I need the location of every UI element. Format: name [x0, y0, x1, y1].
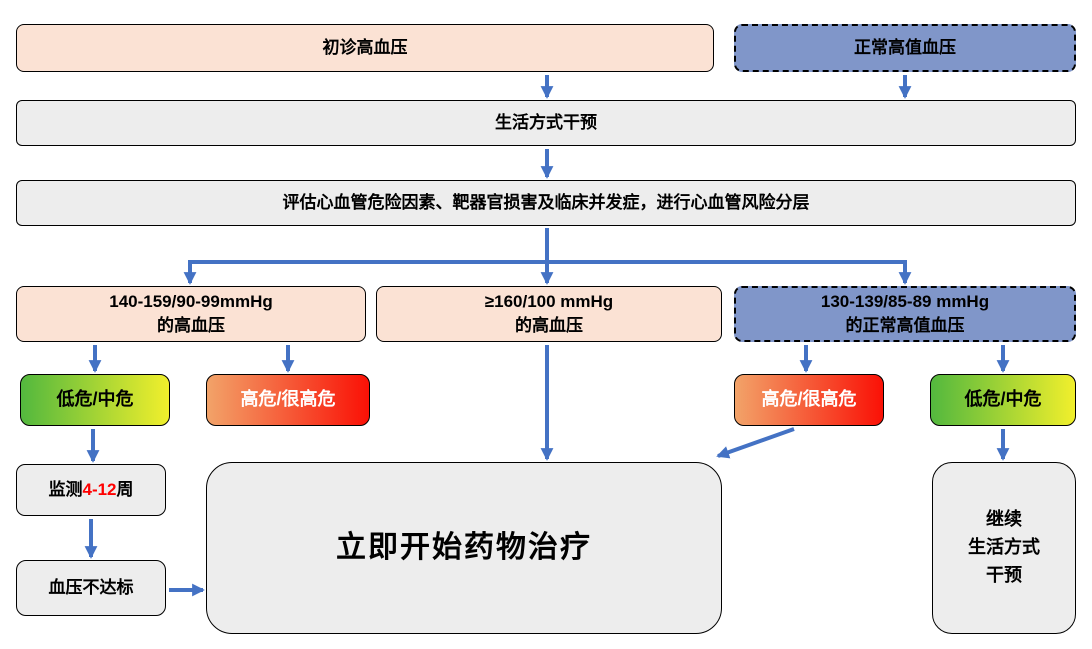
node-bp-140-159-line1: 140-159/90-99mmHg — [109, 292, 273, 312]
node-bp-160-line2: 的高血压 — [515, 316, 583, 335]
branch-connector — [188, 228, 907, 264]
node-initial-hypertension-label: 初诊高血压 — [322, 38, 408, 58]
badge-high-veryhigh-risk-left-label: 高危/很高危 — [240, 389, 336, 410]
node-bp-130-139: 130-139/85-89 mmHg 的正常高值血压 — [734, 286, 1076, 342]
node-normal-high-bp: 正常高值血压 — [734, 24, 1076, 72]
node-bp-140-159: 140-159/90-99mmHg 的高血压 — [16, 286, 366, 342]
node-bp-160-line1: ≥160/100 mmHg — [484, 292, 614, 312]
arrow-highrisk-right-to-medication — [716, 427, 795, 459]
node-bp-not-reached-label: 血压不达标 — [48, 578, 134, 598]
node-risk-assessment-label: 评估心血管危险因素、靶器官损害及临床并发症，进行心血管风险分层 — [282, 193, 810, 213]
badge-low-medium-risk-right-label: 低危/中危 — [964, 389, 1042, 410]
node-risk-assessment: 评估心血管危险因素、靶器官损害及临床并发症，进行心血管风险分层 — [16, 180, 1076, 226]
node-lifestyle-intervention: 生活方式干预 — [16, 100, 1076, 146]
node-bp-130-139-line1: 130-139/85-89 mmHg — [820, 292, 990, 312]
node-monitor-text: 监测4-12周 — [48, 478, 133, 502]
node-start-medication-label: 立即开始药物治疗 — [336, 531, 592, 564]
monitor-suffix: 周 — [116, 480, 134, 500]
badge-low-medium-risk-right: 低危/中危 — [930, 374, 1076, 426]
node-bp-not-reached: 血压不达标 — [16, 560, 166, 616]
node-monitor-4-12-weeks: 监测4-12周 — [16, 464, 166, 516]
node-continue-lifestyle-line2: 生活方式 — [968, 537, 1040, 558]
badge-high-veryhigh-risk-left: 高危/很高危 — [206, 374, 370, 426]
node-initial-hypertension: 初诊高血压 — [16, 24, 714, 72]
node-bp-130-139-line2: 的正常高值血压 — [845, 316, 965, 335]
node-continue-lifestyle: 继续 生活方式 干预 — [932, 462, 1076, 634]
node-start-medication: 立即开始药物治疗 — [206, 462, 722, 634]
badge-low-medium-risk-left-label: 低危/中危 — [56, 389, 134, 410]
node-bp-140-159-line2: 的高血压 — [157, 316, 225, 335]
badge-high-veryhigh-risk-right-label: 高危/很高危 — [761, 389, 857, 410]
node-normal-high-bp-label: 正常高值血压 — [854, 38, 956, 58]
node-bp-160: ≥160/100 mmHg 的高血压 — [376, 286, 722, 342]
node-lifestyle-intervention-label: 生活方式干预 — [495, 113, 597, 133]
badge-low-medium-risk-left: 低危/中危 — [20, 374, 170, 426]
node-continue-lifestyle-line1: 继续 — [986, 509, 1022, 530]
monitor-weeks-highlight: 4-12 — [82, 480, 117, 500]
monitor-prefix: 监测 — [48, 480, 83, 500]
node-continue-lifestyle-line3: 干预 — [986, 564, 1022, 585]
badge-high-veryhigh-risk-right: 高危/很高危 — [734, 374, 884, 426]
